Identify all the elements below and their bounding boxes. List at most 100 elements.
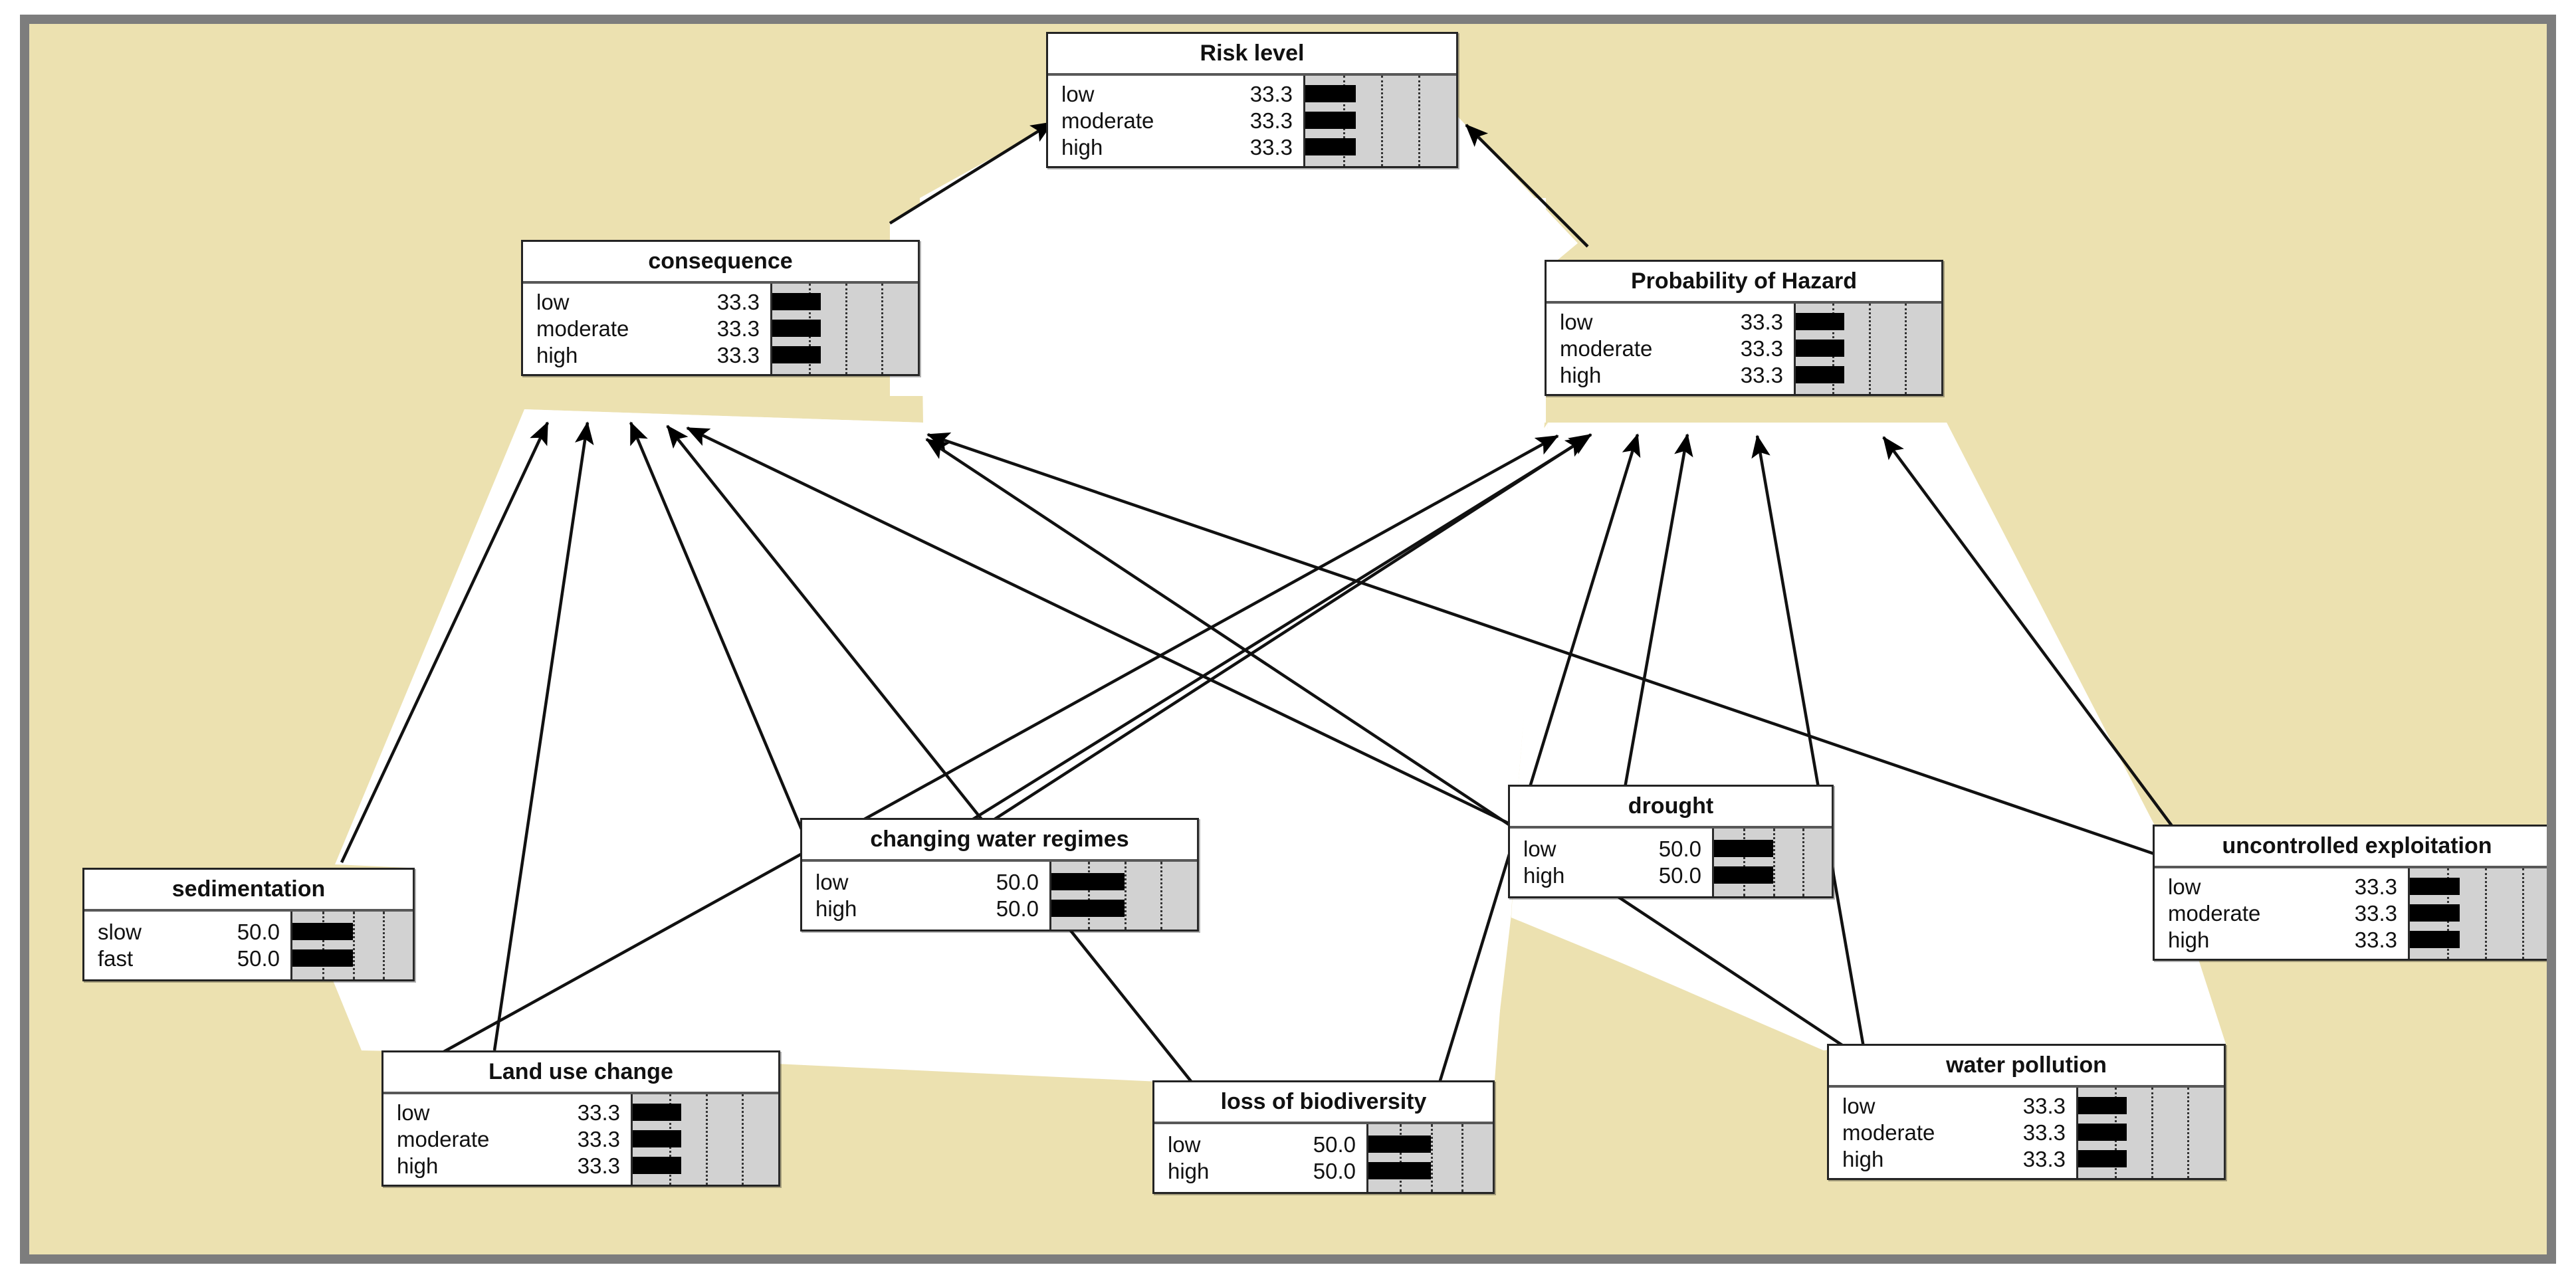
state-value: 50.0 bbox=[1313, 1132, 1356, 1157]
state-label: slow bbox=[98, 919, 142, 944]
bar-gridline-50 bbox=[1772, 829, 1775, 896]
probability-bar bbox=[1368, 1135, 1431, 1153]
state-row[interactable]: low 33.3 bbox=[1547, 308, 1794, 335]
state-value: 50.0 bbox=[1313, 1158, 1356, 1183]
bar-gridline-75 bbox=[881, 284, 884, 374]
probability-bar bbox=[292, 923, 353, 940]
state-value: 50.0 bbox=[237, 919, 280, 944]
bar-row bbox=[2078, 1145, 2224, 1172]
edge-landuse-hazard bbox=[427, 435, 1559, 1062]
state-label: high bbox=[2168, 927, 2210, 952]
node-title-water-pollution: water pollution bbox=[1829, 1046, 2224, 1088]
bar-gridline-50 bbox=[2484, 868, 2487, 959]
probability-bar bbox=[2410, 904, 2460, 922]
probability-bar bbox=[1796, 366, 1844, 383]
probability-bar bbox=[772, 320, 821, 337]
bar-row bbox=[1796, 308, 1941, 335]
bar-gridline-50 bbox=[1868, 304, 1871, 394]
state-row[interactable]: high 50.0 bbox=[1510, 862, 1712, 888]
edge-arrow-layer bbox=[340, 121, 2177, 1088]
probability-bar bbox=[1051, 873, 1125, 890]
node-title-sedimentation: sedimentation bbox=[84, 870, 413, 912]
node-title-risk-level: Risk level bbox=[1048, 34, 1456, 76]
state-label: moderate bbox=[397, 1126, 490, 1151]
state-value: 33.3 bbox=[1740, 362, 1783, 387]
state-row[interactable]: high 50.0 bbox=[1154, 1157, 1366, 1184]
state-value: 33.3 bbox=[577, 1126, 620, 1151]
probability-bar bbox=[1796, 340, 1844, 357]
probability-bar bbox=[2078, 1124, 2127, 1141]
bar-gridline-75 bbox=[1418, 76, 1421, 166]
state-value: 33.3 bbox=[1249, 108, 1293, 133]
bar-row bbox=[2078, 1119, 2224, 1145]
bar-row bbox=[2410, 900, 2547, 926]
probability-bar bbox=[1714, 840, 1773, 857]
state-value: 33.3 bbox=[2354, 874, 2397, 899]
state-label: high bbox=[1523, 862, 1565, 888]
state-row[interactable]: slow 50.0 bbox=[84, 918, 290, 945]
state-label: moderate bbox=[1560, 336, 1653, 361]
state-value: 33.3 bbox=[1740, 309, 1783, 334]
probability-bar bbox=[2078, 1097, 2127, 1114]
probability-bar bbox=[772, 346, 821, 363]
state-label: moderate bbox=[2168, 900, 2261, 926]
state-label: high bbox=[1842, 1146, 1884, 1171]
state-value: 50.0 bbox=[1658, 862, 1701, 888]
bar-gridline-50 bbox=[1124, 862, 1127, 930]
probability-bar bbox=[1305, 138, 1356, 155]
bar-row bbox=[2410, 873, 2547, 900]
bar-row bbox=[2078, 1092, 2224, 1119]
probability-bar bbox=[772, 293, 821, 310]
node-title-drought: drought bbox=[1510, 787, 1832, 829]
bar-gridline-75 bbox=[382, 912, 385, 979]
state-row[interactable]: high 33.3 bbox=[1829, 1145, 2076, 1172]
edge-lob-hazard bbox=[1436, 433, 1641, 1088]
state-label: moderate bbox=[536, 316, 629, 341]
state-label: low bbox=[1560, 309, 1593, 334]
state-value: 33.3 bbox=[2022, 1146, 2066, 1171]
node-title-changing-water-regimes: changing water regimes bbox=[802, 820, 1197, 862]
state-row[interactable]: moderate 33.3 bbox=[383, 1126, 631, 1152]
bar-row bbox=[292, 945, 413, 971]
edge-hazard-risklevel bbox=[1465, 124, 1589, 248]
state-label: high bbox=[1168, 1158, 1210, 1183]
